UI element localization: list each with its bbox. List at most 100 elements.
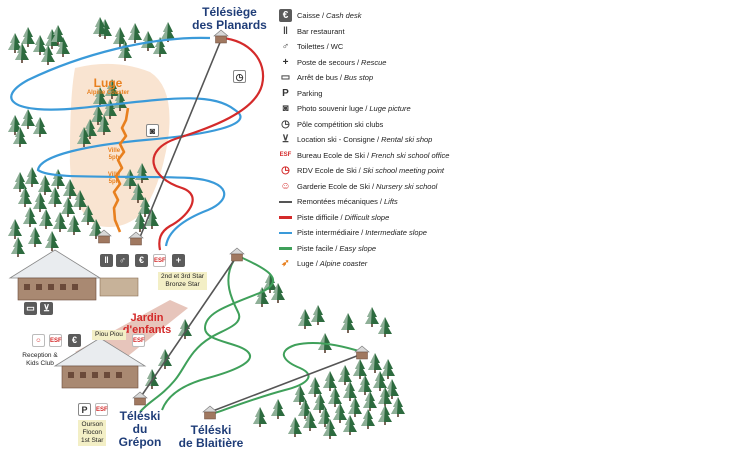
meeting-icon: ◷	[279, 164, 292, 178]
reception-line1: Reception &	[22, 352, 58, 359]
toilets-icon: ♂	[279, 40, 292, 54]
legend-text-fr: Luge	[297, 259, 314, 269]
piou-text: Piou Piou	[95, 331, 123, 338]
stopwatch-icon[interactable]: ◷	[233, 70, 246, 83]
legend-text: Poste de secours/Rescue	[297, 57, 387, 67]
euro-icon[interactable]: €	[135, 254, 148, 267]
parking-icon: P	[279, 86, 292, 100]
ville-label-2-line1: Ville	[107, 172, 121, 178]
line-intermediate-icon	[279, 226, 292, 239]
legend-text-fr: Arrêt de bus	[297, 73, 338, 83]
toilets-icon[interactable]: ♂	[116, 254, 129, 267]
bar-icon: ǁ	[279, 24, 292, 38]
lift-planards	[137, 39, 222, 243]
stopwatch-icon: ◷	[279, 117, 292, 131]
legend-text: Toilettes / WC	[297, 42, 343, 51]
reception-label: Reception & Kids Club	[14, 352, 66, 368]
station-blaitiere-bottom	[202, 405, 218, 420]
esf-icon: ESF	[279, 148, 292, 162]
legend-row: ◷ RDV Ecole de Ski/Ski school meeting poi…	[279, 163, 479, 179]
legend-row: ǁ Bar restaurant	[279, 24, 479, 40]
reception-line2: Kids Club	[26, 360, 54, 367]
legend-text-fr: RDV Ecole de Ski	[297, 166, 357, 176]
euro-icon-2[interactable]: €	[68, 334, 81, 347]
legend-text: Parking	[297, 89, 322, 98]
camera-icon[interactable]: ◙	[146, 124, 159, 137]
legend-text-en: Easy slope	[339, 243, 377, 253]
luge-label: Luge Alpine Coaster	[78, 76, 138, 96]
legend-text: Bureau Ecole de Ski/French ski school of…	[297, 150, 450, 160]
legend-text-fr: Parking	[297, 88, 323, 98]
legend-text-en: French ski school office	[371, 150, 450, 160]
bus-icon[interactable]: ▭	[24, 302, 37, 315]
building-main-lodge	[8, 249, 139, 301]
map-legend: € Caisse/Cash desk ǁ Bar restaurant ♂ Toilett…	[279, 8, 479, 272]
legend-text-en: Intermediate slope	[365, 228, 427, 238]
legend-text-fr: Poste de secours	[297, 57, 355, 67]
legend-text: Caisse/Cash desk	[297, 11, 362, 21]
legend-text-en: Rental ski shop	[381, 135, 433, 145]
luge-title: Luge	[93, 76, 123, 90]
legend-row: ◷ Pôle compétition ski clubs	[279, 117, 479, 133]
legend-row: € Caisse/Cash desk	[279, 8, 479, 24]
lift-blaitiere	[209, 353, 363, 413]
bus-icon: ▭	[279, 71, 292, 85]
legend-text: RDV Ecole de Ski/Ski school meeting poin…	[297, 166, 444, 176]
legend-text-fr: Garderie Ecole de Ski	[297, 181, 370, 191]
forest-bottom-right	[288, 353, 405, 439]
ville-label-1-line2: 5ph	[108, 155, 120, 161]
legend-text-en: Lifts	[383, 197, 398, 207]
esf-meeting-icon[interactable]: ESF	[153, 254, 166, 267]
esf-office-icon[interactable]: ESF	[49, 334, 62, 347]
ville-label-1-line1: Ville	[107, 148, 121, 154]
legend-text-en: Nursery ski school	[376, 181, 438, 191]
legend-row: Piste intermédiaire/Intermediate slope	[279, 225, 479, 241]
ourson-line2: Flocon	[82, 429, 102, 436]
lift-label-planards: Télésiège des Planards	[192, 6, 267, 32]
esf-meeting-icon-2[interactable]: ESF	[132, 334, 145, 347]
star-info-line1: 2nd et 3rd Star	[161, 273, 204, 280]
legend-row: P Parking	[279, 86, 479, 102]
legend-text-fr: Location ski - Consigne	[297, 135, 375, 145]
legend-row: Piste facile/Easy slope	[279, 241, 479, 257]
legend-text-fr: Bureau Ecole de Ski	[297, 150, 365, 160]
legend-row: ⊻Location ski - Consigne/Rental ski shop	[279, 132, 479, 148]
euro-icon: €	[279, 9, 292, 23]
legend-text-fr: Piste difficile	[297, 212, 339, 222]
esf-meeting-icon-3[interactable]: ESF	[95, 403, 108, 416]
legend-text-fr: Bar restaurant	[297, 26, 345, 36]
legend-text-fr: Piste intermédiaire	[297, 228, 360, 238]
station-blaitiere-top	[354, 345, 370, 360]
luge-track	[112, 107, 130, 233]
legend-row: +Poste de secours/Rescue	[279, 55, 479, 71]
lift-label-grepon-line1: Téléski	[119, 409, 161, 423]
nursery-icon[interactable]: ☺	[32, 334, 45, 347]
legend-text-en: Rescue	[361, 57, 387, 67]
legend-text-fr: Piste facile	[297, 243, 334, 253]
ourson-line1: Ourson	[81, 421, 103, 428]
piou-label: Piou Piou	[92, 330, 126, 340]
difficult-slope	[152, 36, 265, 251]
legend-row: ➶Luge/Alpine coaster	[279, 256, 479, 272]
rescue-icon[interactable]: +	[172, 254, 185, 267]
legend-row: ☺Garderie Ecole de Ski/Nursery ski schoo…	[279, 179, 479, 195]
bar-icon[interactable]: ǁ	[100, 254, 113, 267]
lift-label-planards-line1: Télésiège	[202, 5, 257, 19]
legend-text: Piste difficile/Difficult slope	[297, 212, 390, 222]
parking-icon[interactable]: P	[78, 403, 91, 416]
legend-text-en: Cash desk	[326, 11, 362, 21]
easy-slope-3	[211, 342, 363, 415]
legend-row: ◙ Photo souvenir luge/Luge picture	[279, 101, 479, 117]
legend-row: Remontées mécaniques/Lifts	[279, 194, 479, 210]
nursery-icon: ☺	[279, 179, 292, 193]
cart-icon[interactable]: ⊻	[40, 302, 53, 315]
lift-label-planards-line2: des Planards	[192, 18, 267, 32]
legend-text: Arrêt de bus/Bus stop	[297, 73, 374, 83]
legend-text-fr: Remontées mécaniques	[297, 197, 378, 207]
legend-text: Photo souvenir luge/Luge picture	[297, 104, 411, 114]
legend-row: ESF Bureau Ecole de Ski/French ski school…	[279, 148, 479, 164]
camera-icon: ◙	[279, 102, 292, 116]
jardin-label-line2: d'enfants	[122, 324, 172, 336]
legend-text-fr: Pôle compétition ski clubs	[297, 119, 384, 129]
